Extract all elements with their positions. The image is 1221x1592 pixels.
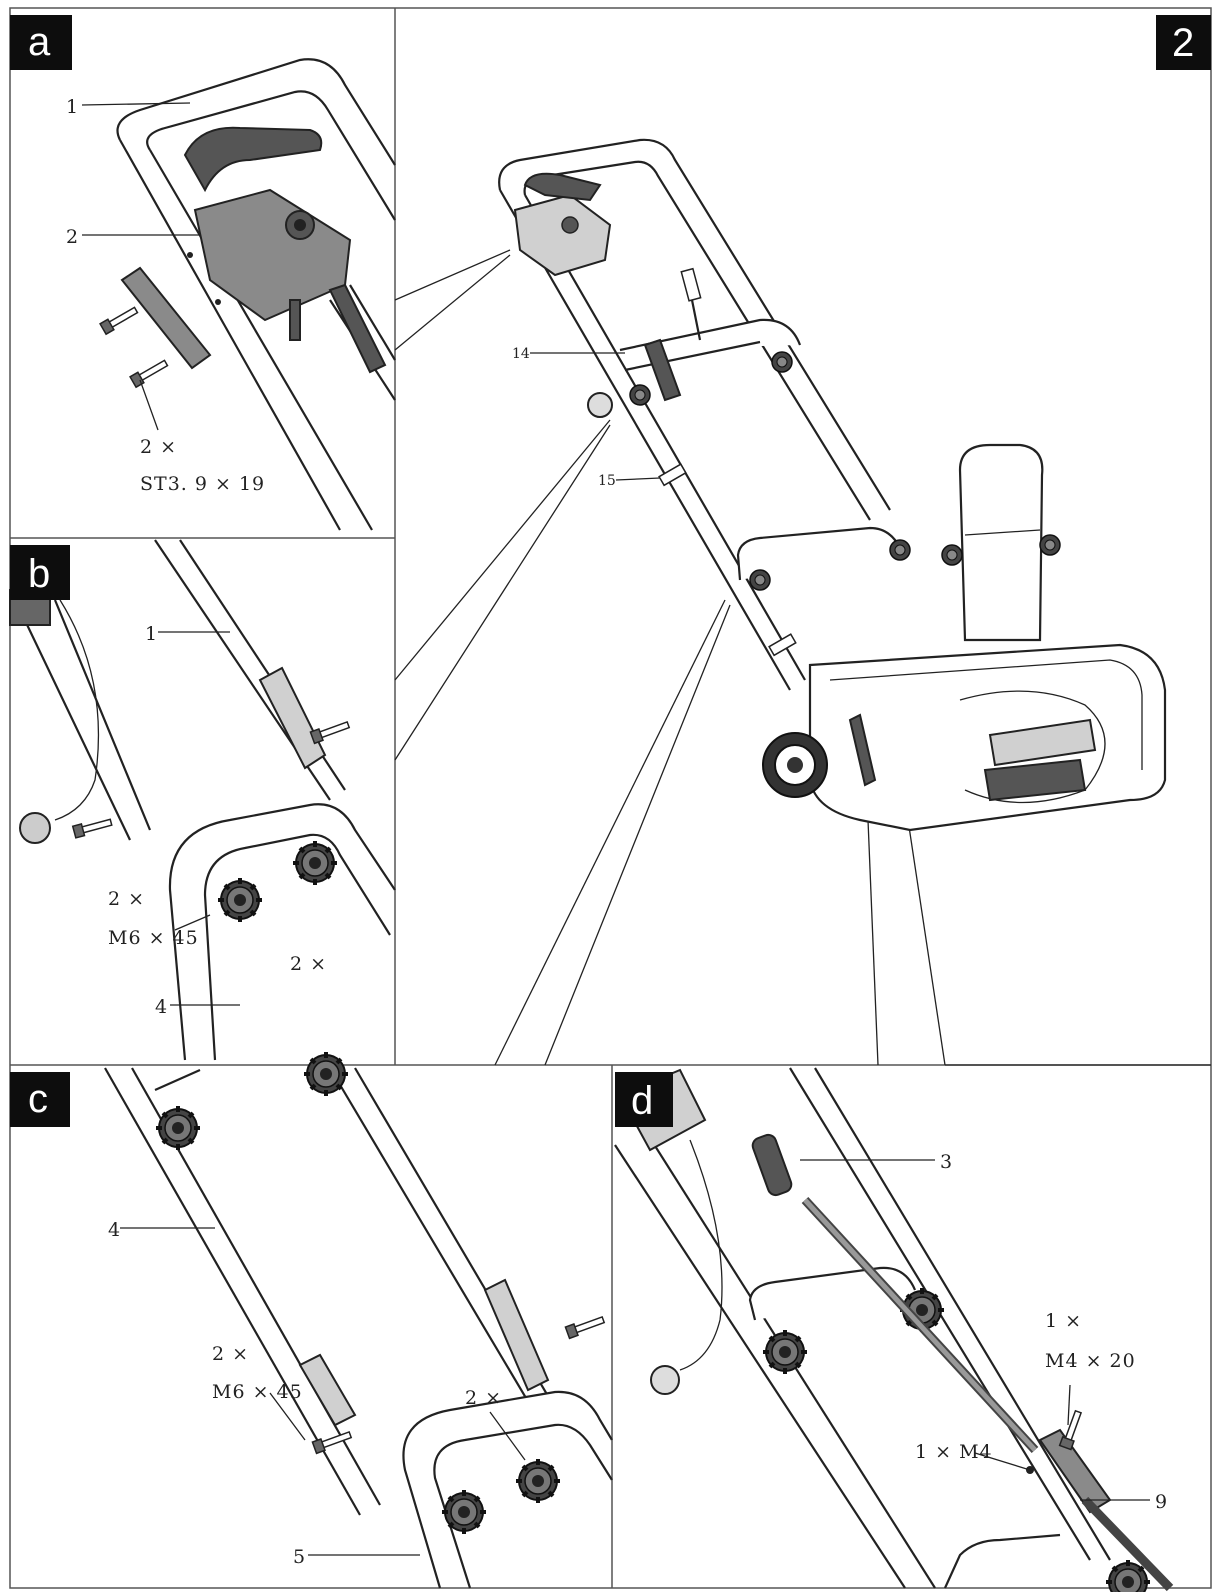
part-label-1: 1 [66,96,79,118]
badge-b: b [10,545,70,600]
part-label-15: 15 [598,473,616,489]
part-label-3: 3 [940,1151,953,1173]
part-label-9: 9 [1155,1491,1168,1513]
bolt-qty-label: 2 × [108,888,145,910]
part-label-5: 5 [293,1546,306,1568]
part-label-4: 4 [155,996,168,1018]
svg-text:a: a [28,20,51,64]
badge-c: c [10,1072,70,1127]
knob-qty-label: 2 × [290,953,327,975]
bolt-qty-label: 2 × [212,1343,249,1365]
badge-step: 2 [1156,15,1211,70]
panel-a: 1 2 2 × ST3. 9 × 19 [66,58,396,531]
svg-text:c: c [28,1077,48,1121]
badge-d: d [615,1072,673,1127]
svg-text:d: d [631,1079,653,1123]
part-label-1: 1 [145,623,158,645]
part-label-2: 2 [66,226,79,248]
screw-qty-label: 1 × [1045,1310,1082,1332]
bolt-size-label: M6 × 45 [108,927,199,949]
nut-label: 1 × M4 [915,1441,993,1463]
screw-size-label: M4 × 20 [1045,1350,1136,1372]
panel-c: 4 2 × M6 × 45 2 × 5 [104,1050,613,1589]
panel-b: 1 2 × M6 × 45 2 × 4 [9,539,396,1061]
panel-d: 3 1 × M4 × 20 1 × M4 9 [614,1067,1174,1592]
bolt-size-label: M6 × 45 [212,1381,303,1403]
part-label-14: 14 [512,346,530,362]
panel-main: 14 15 [394,138,1211,1066]
svg-text:2: 2 [1172,21,1194,65]
screw-qty-label: 2 × [140,436,177,458]
knob-qty-label: 2 × [465,1387,502,1409]
svg-text:b: b [28,552,50,596]
screw-size-label: ST3. 9 × 19 [140,473,265,495]
part-label-4: 4 [108,1219,121,1241]
badge-a: a [10,15,72,70]
